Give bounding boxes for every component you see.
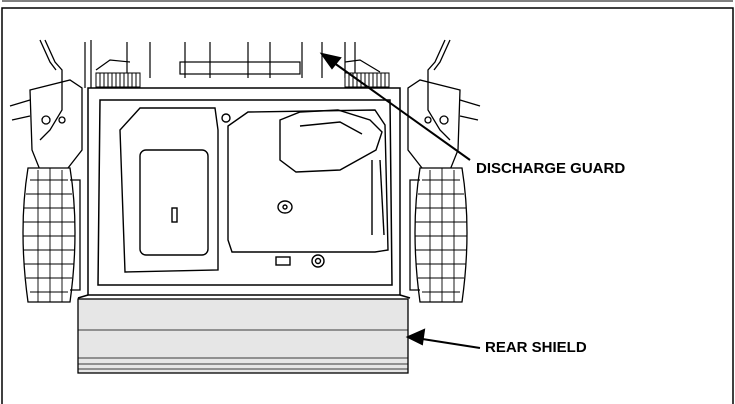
left-handle-bracket [9,39,83,171]
spring-left [95,72,141,88]
rear-shield-label: REAR SHIELD [485,339,587,356]
mower-deck [77,87,411,299]
diagram-frame [1,7,734,404]
discharge-guard-leader [319,52,471,161]
discharge-guard [84,40,381,88]
left-wheel [22,167,81,303]
right-handle-bracket [407,39,481,171]
discharge-chute [227,109,389,268]
left-access-panel [119,107,231,273]
right-wheel [409,167,468,303]
discharge-guard-label: DISCHARGE GUARD [476,160,626,177]
rear-shield-leader [405,328,481,349]
rear-shield [77,298,409,374]
